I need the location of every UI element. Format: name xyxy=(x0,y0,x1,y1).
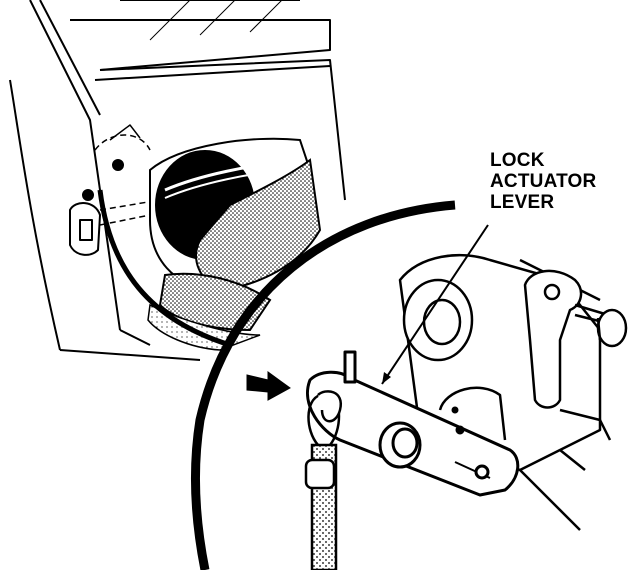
lock-rod xyxy=(304,390,343,572)
lock-actuator-lever xyxy=(306,350,520,497)
direction-arrow xyxy=(246,371,291,401)
door-panel xyxy=(9,0,346,361)
callout-leader xyxy=(381,224,489,385)
latch-assembly xyxy=(398,254,628,531)
magnify-arc xyxy=(190,200,456,571)
callout-line-2: ACTUATOR xyxy=(490,171,597,192)
lock-actuator-lever-callout: LOCK ACTUATOR LEVER xyxy=(490,150,630,213)
speaker-opening xyxy=(147,137,322,351)
callout-line-1: LOCK xyxy=(490,150,545,171)
callout-line-3: LEVER xyxy=(490,192,555,213)
connector-curve xyxy=(97,189,231,348)
